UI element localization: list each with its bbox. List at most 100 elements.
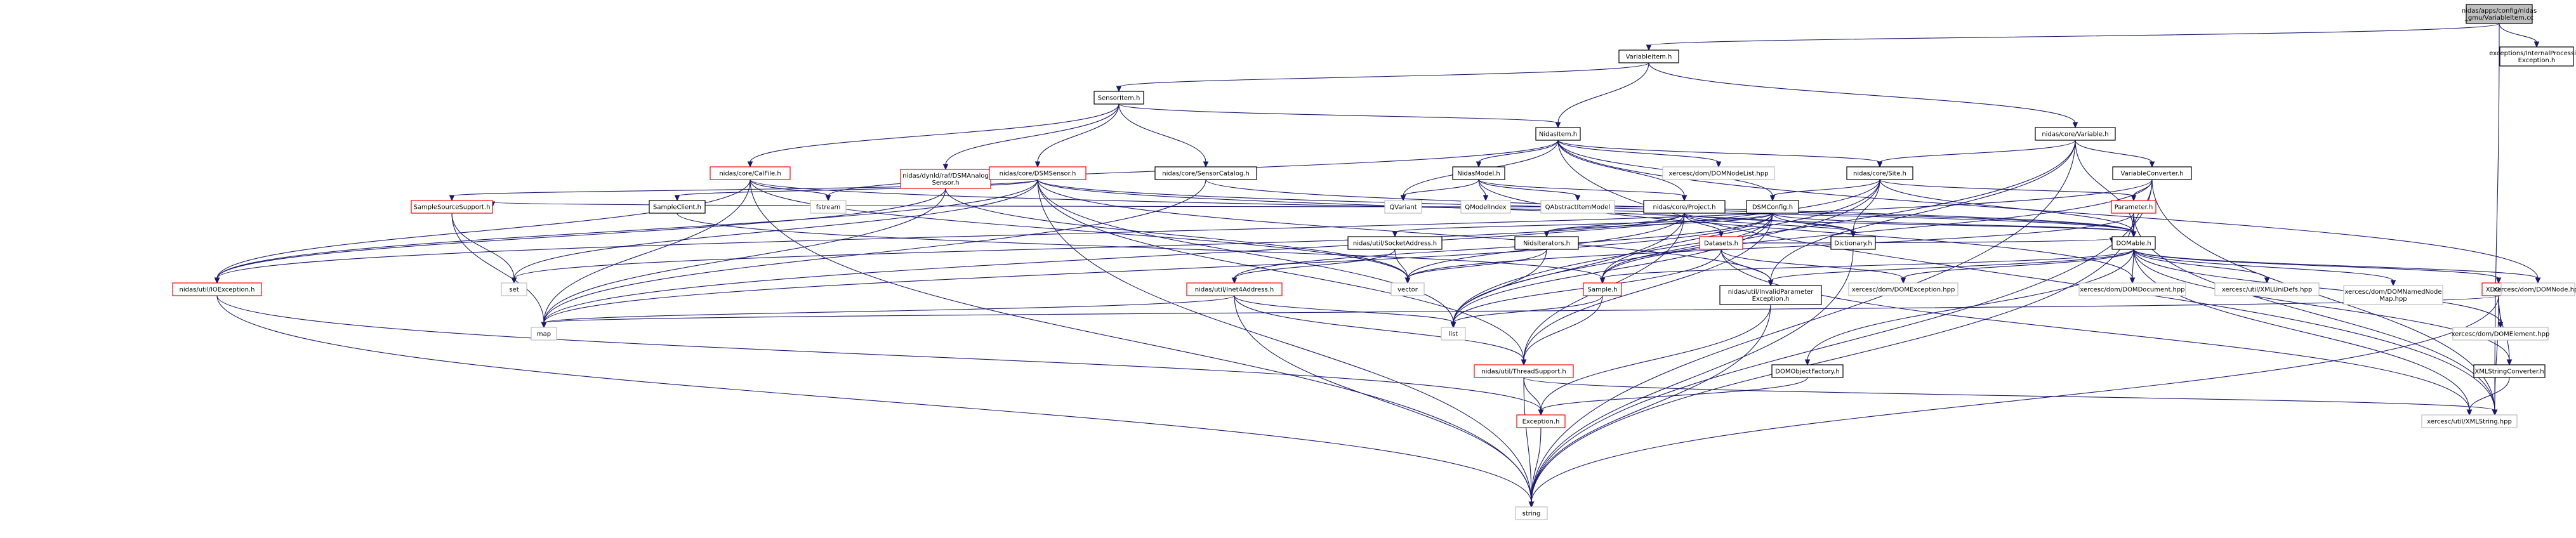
node-domable[interactable]: DOMable.h: [2111, 236, 2156, 250]
node-ioexception[interactable]: nidas/util/IOException.h: [172, 282, 262, 296]
node-box: [1452, 166, 1505, 180]
node-nidasitem[interactable]: NidasItem.h: [1535, 127, 1581, 141]
edge-domable-to-sample: [1599, 249, 2134, 284]
node-xmlunidefs[interactable]: xercesc/util/XMLUniDefs.hpp: [2214, 282, 2320, 296]
edge-corevariable-to-site: [1877, 140, 2076, 168]
node-box: [1618, 49, 1679, 63]
node-parameter[interactable]: Parameter.h: [2111, 200, 2157, 214]
edge-ioexception-to-string: [216, 295, 1535, 508]
node-label: nidas/util/ThreadSupport.h: [1481, 369, 1566, 376]
node-vector[interactable]: vector: [1390, 282, 1425, 296]
node-qvariant[interactable]: QVariant: [1384, 200, 1422, 214]
node-dsmconfig[interactable]: DSMConfig.h: [1746, 200, 1799, 214]
edge-calfile-to-string: [750, 179, 1535, 508]
edge-dsmsensor-to-dictionary: [1037, 179, 1856, 238]
node-inet4address[interactable]: nidas/util/Inet4Address.h: [1186, 282, 1283, 296]
node-label: Dictionary.h: [1834, 240, 1872, 247]
edge-variableitem-to-sensoritem: [1116, 62, 1649, 93]
node-box: [531, 327, 557, 341]
node-xmlstring[interactable]: xercesc/util/XMLString.hpp: [2421, 414, 2518, 428]
node-nidasmodel[interactable]: NidasModel.h: [1452, 166, 1505, 180]
edge-sensoritem-to-dsmsensor: [1034, 103, 1120, 168]
node-box: [1515, 506, 1548, 520]
node-root: nidas/apps/config/nidas_gmu/VariableItem…: [2462, 4, 2537, 24]
edge-root-to-iostream: [2492, 23, 2500, 416]
node-label: NidasItem.h: [1539, 131, 1577, 138]
node-dictionary[interactable]: Dictionary.h: [1830, 236, 1876, 250]
node-site[interactable]: nidas/core/Site.h: [1846, 166, 1913, 180]
edge-exception-to-string: [1528, 427, 1542, 508]
node-box: [2343, 285, 2443, 305]
node-threadsupport[interactable]: nidas/util/ThreadSupport.h: [1474, 364, 1574, 378]
node-qabstractitemmodel[interactable]: QAbstractItemModel: [1540, 200, 1615, 214]
node-calfile[interactable]: nidas/core/CalFile.h: [710, 166, 791, 180]
node-niditerators[interactable]: NidsIterators.h: [1514, 236, 1579, 250]
node-box: [1154, 166, 1257, 180]
node-domdocument[interactable]: xercesc/dom/DOMDocument.hpp: [2078, 282, 2186, 296]
edge-domable-to-domexception: [1900, 249, 2134, 284]
edge-domable-to-xmlstring: [2133, 249, 2473, 416]
node-domobjectfactory[interactable]: DOMObjectFactory.h: [1771, 364, 1844, 378]
edge-datasets-to-domexception: [1721, 249, 1906, 284]
node-samplesourcesupport[interactable]: SampleSourceSupport.h: [411, 200, 493, 214]
node-label: nidas/util/SocketAddress.h: [1353, 240, 1437, 247]
edge-nidasmodel-to-project: [1478, 179, 1688, 202]
node-box: [172, 282, 262, 296]
edge-nidasitem-to-iostream: [1557, 140, 2498, 416]
node-domnodelist[interactable]: xercesc/dom/DOMNodeList.hpp: [1662, 166, 1775, 180]
edge-parameter-to-string: [1528, 213, 2134, 508]
node-dsmsensor[interactable]: nidas/core/DSMSensor.h: [989, 166, 1087, 180]
node-label: xercesc/util/XMLString.hpp: [2427, 419, 2512, 426]
node-map[interactable]: map: [531, 327, 557, 341]
node-xmlstringconverter[interactable]: XMLStringConverter.h: [2473, 364, 2546, 378]
node-domexception[interactable]: xercesc/dom/DOMException.hpp: [1848, 282, 1958, 296]
node-domnode[interactable]: xercesc/dom/DOMNode.hpp: [2493, 282, 2576, 296]
edge-inet4address-to-map: [541, 295, 1235, 329]
edge-dsmsensor-to-samplesourcesupport: [449, 179, 1038, 202]
node-box: [1771, 364, 1844, 378]
edge-domable-to-xdom: [2133, 249, 2502, 284]
node-string[interactable]: string: [1515, 506, 1548, 520]
node-fstream[interactable]: fstream: [810, 200, 847, 214]
node-label: set: [509, 287, 519, 294]
edge-domable-to-invalidparam: [1767, 249, 2134, 287]
node-box: [2035, 127, 2116, 141]
node-qmodelindex[interactable]: QModelIndex: [1460, 200, 1511, 214]
node-sensorcatalog[interactable]: nidas/core/SensorCatalog.h: [1154, 166, 1257, 180]
edge-sampleclient-to-sample: [677, 213, 1606, 284]
edge-project-to-dictionary: [1684, 213, 1856, 238]
node-label: DSMConfig.h: [1752, 204, 1793, 211]
node-label: fstream: [816, 204, 841, 211]
node-list[interactable]: list: [1441, 327, 1466, 341]
edge-domable-to-domnode: [2133, 249, 2541, 284]
node-exception[interactable]: Exception.h: [1516, 414, 1566, 428]
node-box: [1643, 200, 1726, 214]
node-box: [2473, 364, 2546, 378]
node-box: [2112, 166, 2192, 180]
edge-calfile-to-vector: [750, 179, 1411, 284]
node-datasets[interactable]: Datasets.h: [1699, 236, 1743, 250]
node-label: Exception.h: [1522, 419, 1560, 426]
edge-root-to-internalproc: [2499, 23, 2540, 48]
node-box: [2452, 327, 2549, 341]
node-label: xercesc/dom/DOMException.hpp: [1852, 287, 1955, 294]
node-box: [2500, 282, 2575, 296]
node-variableconverter[interactable]: VariableConverter.h: [2112, 166, 2192, 180]
node-label: nidas/apps/config/nidas: [2462, 8, 2537, 15]
edge-dsmconfig-to-inet4address: [1231, 213, 1773, 284]
node-sampleclient[interactable]: SampleClient.h: [649, 200, 706, 214]
node-domelement[interactable]: xercesc/dom/DOMElement.hpp: [2452, 327, 2550, 341]
node-variableitem[interactable]: VariableItem.h: [1618, 49, 1679, 63]
edge-inet4address-to-string: [1234, 295, 1535, 508]
node-socketaddress[interactable]: nidas/util/SocketAddress.h: [1347, 236, 1443, 250]
node-sensoritem[interactable]: SensorItem.h: [1093, 91, 1144, 105]
node-sample[interactable]: Sample.h: [1583, 282, 1622, 296]
node-project[interactable]: nidas/core/Project.h: [1643, 200, 1726, 214]
node-label: QModelIndex: [1465, 204, 1507, 211]
node-set[interactable]: set: [501, 282, 527, 296]
node-corevariable[interactable]: nidas/core/Variable.h: [2035, 127, 2116, 141]
